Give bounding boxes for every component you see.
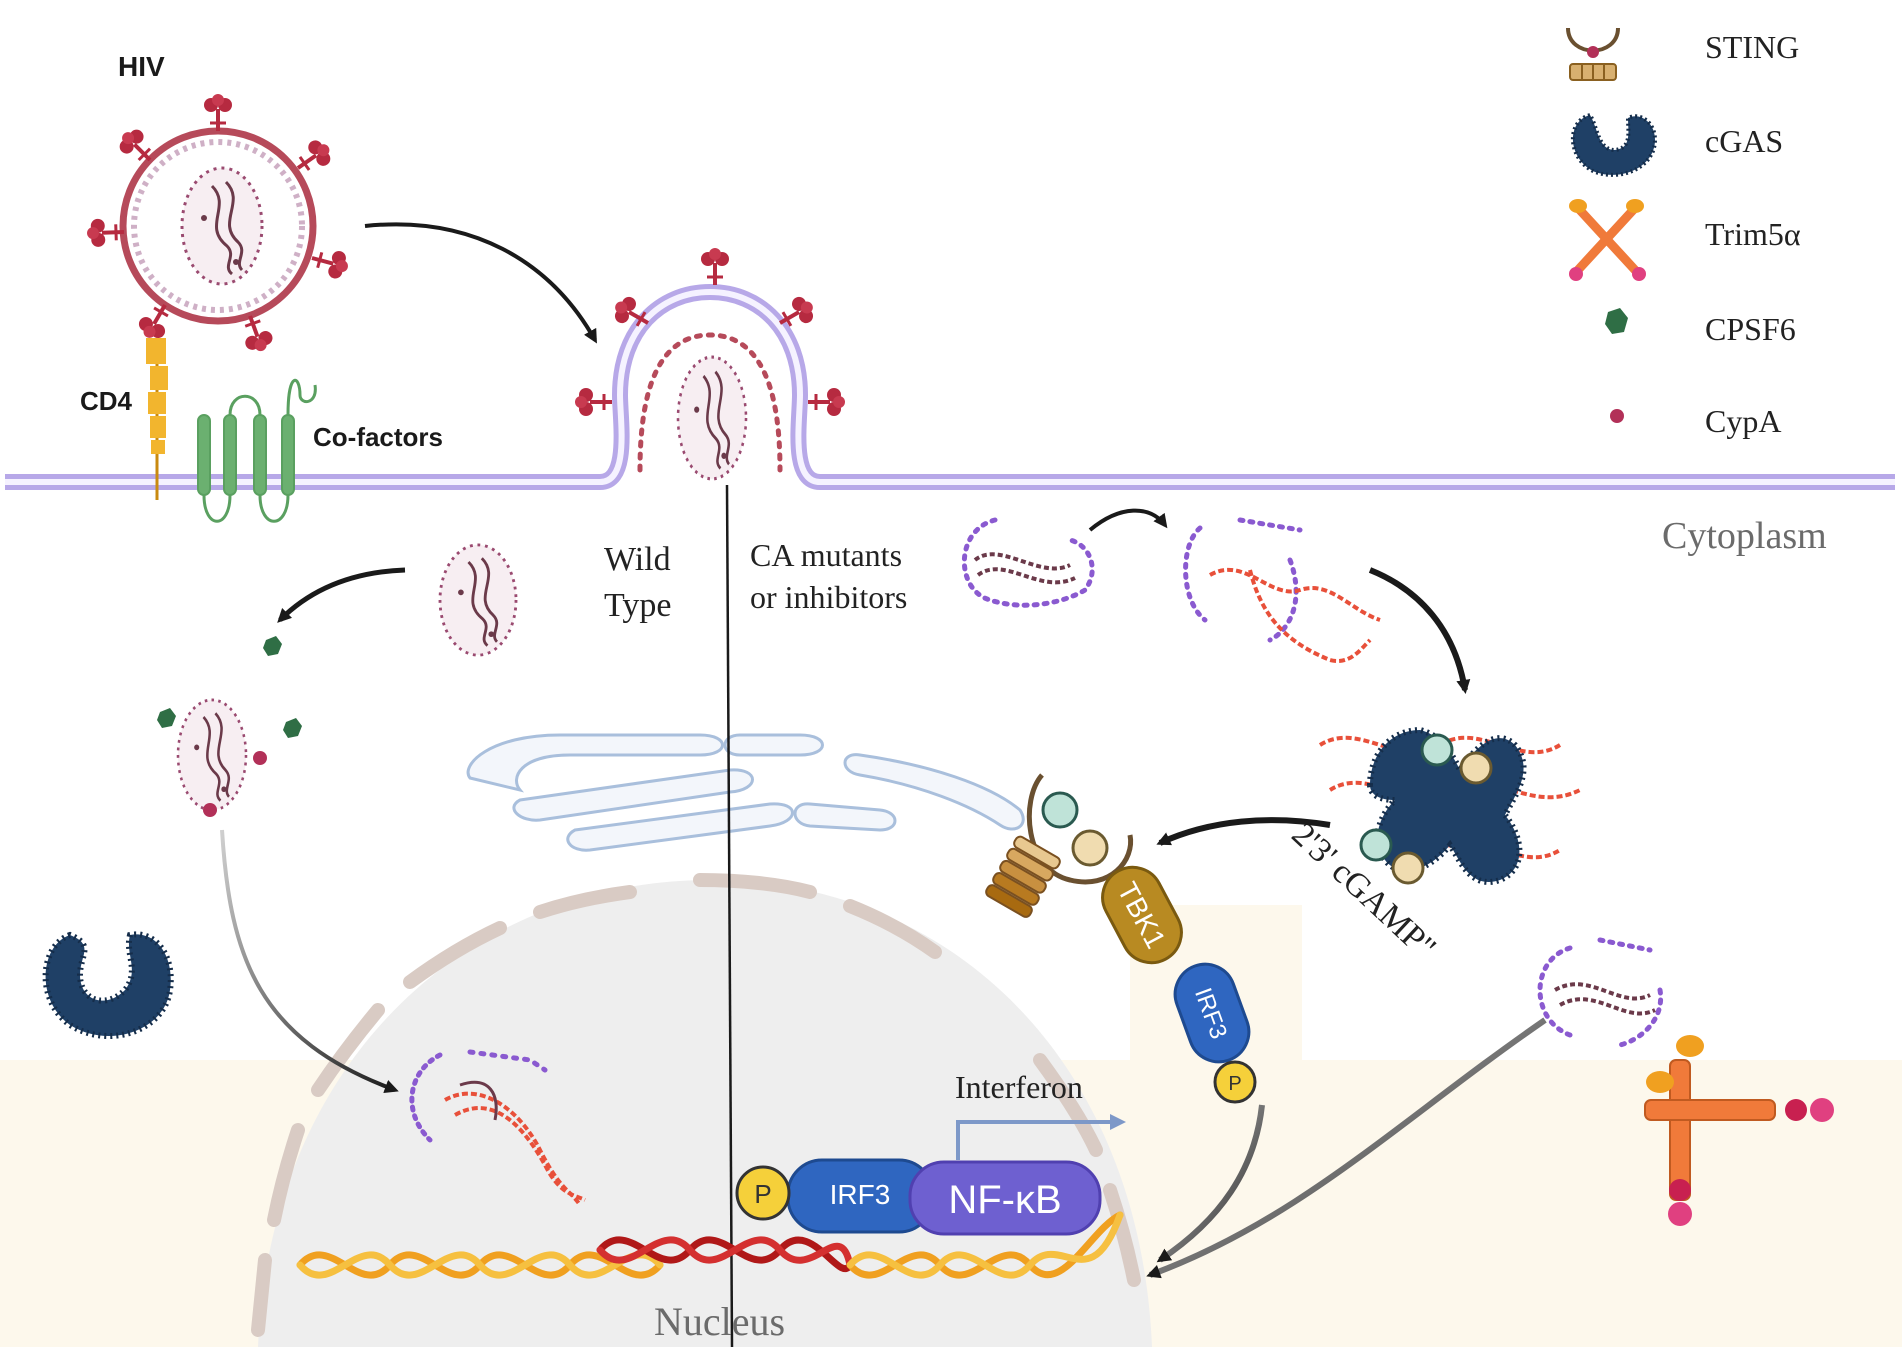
cd4-label: CD4 [80,386,133,416]
nucleus-label: Nucleus [654,1299,785,1344]
legend-trim5a-label: Trim5α [1705,216,1801,252]
interferon-label: Interferon [955,1069,1083,1105]
mutant-capsid [961,517,1095,608]
cytoplasm-label: Cytoplasm [1662,515,1827,557]
hiv-label: HIV [118,51,165,82]
arrow-trim5a-to-nucleus [1146,1017,1547,1279]
cypa-icon [1610,409,1624,423]
cd4-receptor [146,338,168,500]
opened-capsid-dna [1183,517,1381,663]
legend-cgas-label: cGAS [1705,123,1783,159]
arrow-uncoating [277,567,406,623]
trim5a-icon [1569,199,1646,281]
transcription-complex: IRF3 P NF-κB [735,1158,1102,1236]
legend-cypa-label: CypA [1705,403,1781,439]
hiv-virion [87,92,354,358]
sting-phospho-label: P [1228,1073,1241,1095]
arrow-irf3-to-nucleus [1156,1104,1265,1263]
cypa-particle [203,803,217,817]
arrow-nuclear-import [220,829,399,1094]
sting-icon [1566,27,1620,81]
legend-cpsf6-label: CPSF6 [1705,311,1796,347]
nuclear-capsid [409,1049,586,1207]
arrow-cgamp-to-sting [1156,817,1331,846]
nuclear-phospho-label: P [754,1179,771,1209]
cpsf6-icon [1605,308,1628,334]
nfkb-label: NF-κB [948,1178,1061,1222]
wild-type-label-line2: Type [604,587,672,624]
trim5a-protein [1644,1035,1834,1226]
wild-type-label-line1: Wild [604,541,671,578]
budding-virion [573,246,847,481]
legend: STING cGAS Trim5α CPSF6 CypA [1566,27,1801,439]
cofactors-label: Co-factors [313,422,443,452]
cgas-free [42,931,174,1040]
ca-mutants-label-line1: CA mutants [750,537,902,573]
pathway-divider [725,484,734,1347]
nuclear-envelope [251,873,1141,1337]
arrow-capsid-opening [1088,508,1168,532]
arrow-to-cgas [1368,567,1471,694]
cgas-icon [1571,112,1658,177]
chromatin-dna [296,1211,1124,1279]
capsid-with-cofactors [176,698,248,812]
sting-complex: TBK1 IRF3 P [985,773,1257,1104]
trim5a-capsid [1537,937,1664,1048]
co-factor-receptor [197,378,317,523]
endoplasmic-reticulum [466,733,1025,852]
cypa-particle [253,751,267,765]
ca-mutants-label-line2: or inhibitors [750,579,907,615]
nuclear-irf3-label: IRF3 [830,1179,891,1210]
arrow-interferon [956,1114,1126,1160]
arrow-attachment [364,222,597,344]
cpsf6-particle [157,636,302,738]
entered-capsid [438,543,518,657]
cgas-dna-complex [1318,726,1581,885]
legend-sting-label: STING [1705,29,1799,65]
nuclear-phospho [735,1165,791,1221]
